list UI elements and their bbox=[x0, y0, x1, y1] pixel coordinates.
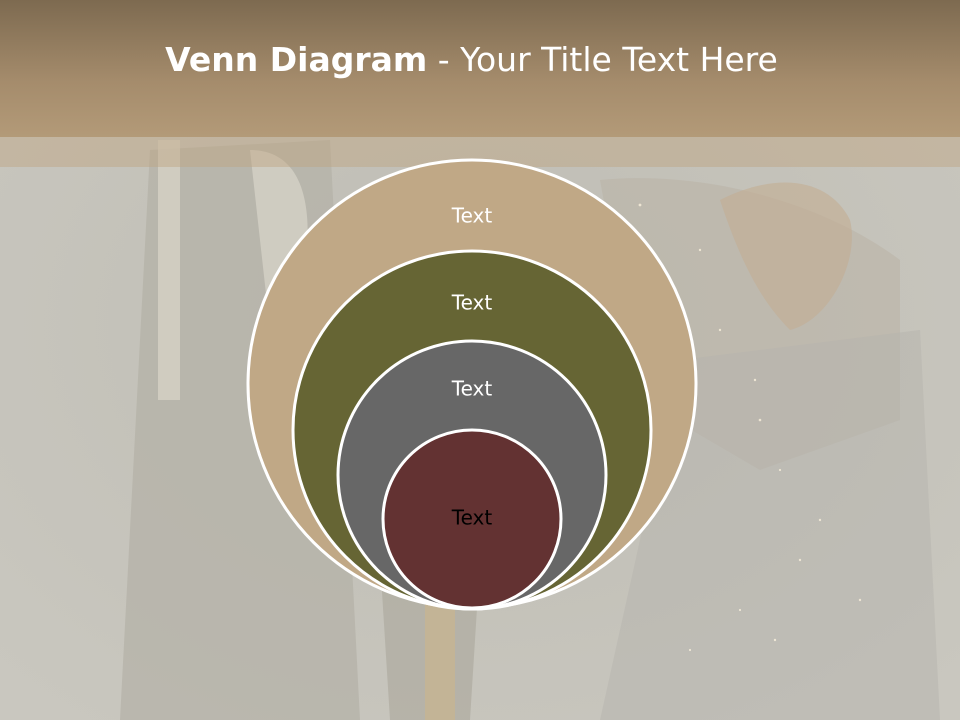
venn-label-outer: Text bbox=[451, 204, 493, 228]
venn-circle-inner bbox=[381, 428, 563, 610]
slide-title-rest: - Your Title Text Here bbox=[427, 40, 778, 79]
venn-label-third: Text bbox=[451, 377, 493, 401]
slide-title: Venn Diagram - Your Title Text Here bbox=[0, 40, 943, 79]
slide-title-bold: Venn Diagram bbox=[165, 40, 428, 79]
venn-label-inner: Text bbox=[451, 506, 493, 530]
title-bar bbox=[0, 0, 960, 137]
venn-label-second: Text bbox=[451, 291, 493, 315]
